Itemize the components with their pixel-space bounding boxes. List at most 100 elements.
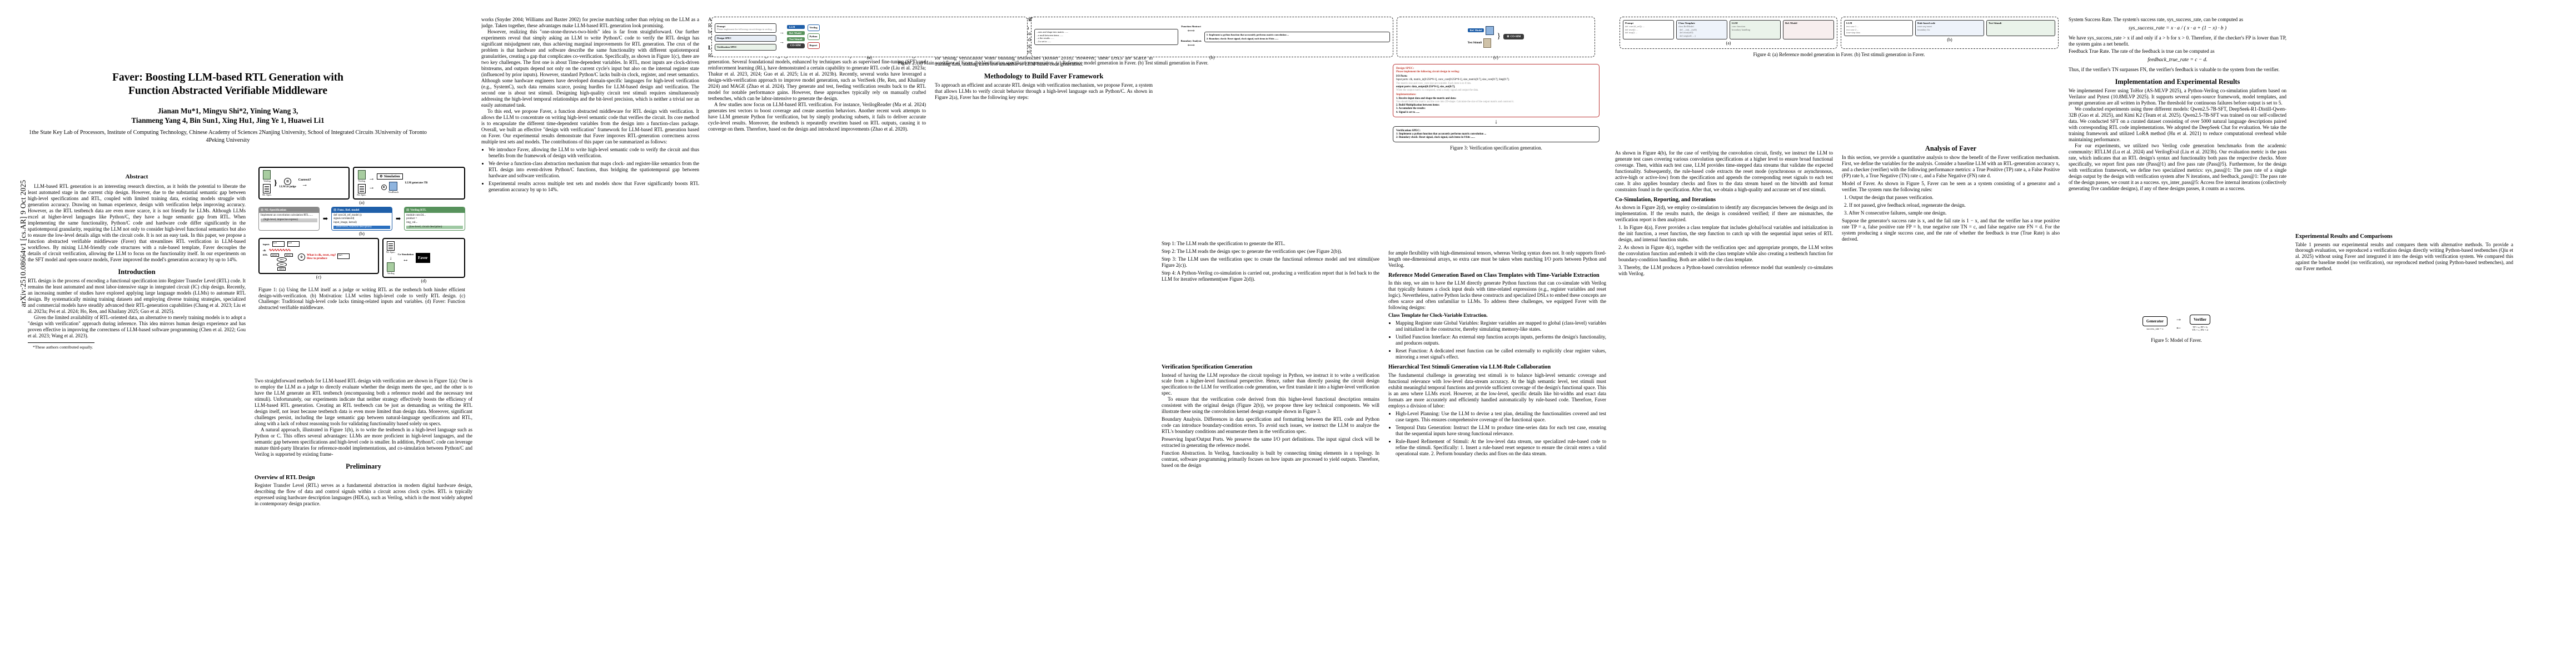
fig1c-op0: OP1 (276, 257, 287, 262)
fig3-io-2: The matrix size and conv_core size are s… (1396, 82, 1472, 85)
col10-cond-paragraph: We conducted experiments using three dif… (2069, 106, 2286, 142)
fig3-impl-2: 2. Build Multiplication between items: (1396, 104, 1440, 107)
list-item: Temporal Data Generation: Instruct the L… (1396, 425, 1606, 437)
fig1a-r-doc1: Verilog (358, 180, 366, 182)
col4-paragraph-more: A few studies now focus on LLM-based RTL… (708, 102, 926, 132)
confused-face-icon: ⊙ (297, 253, 305, 261)
arrow-bidir-b2: ⟷ (1187, 42, 1195, 48)
figure-5-caption: Figure 5: Model of Faver. (2151, 337, 2202, 343)
fig5-arrows: → ← (2175, 315, 2182, 331)
fig1d-label: (d) (421, 278, 427, 283)
column-7: for ample flexibility with high-dimensio… (1388, 250, 1606, 653)
col9-after-paragraph: Suppose the generator's success rate is … (1842, 217, 2060, 242)
col9-model-paragraph: Model of Faver. As shown in Figure 5, Fa… (1842, 181, 2060, 192)
figure-1: Verilog NL-Spec. } ⊡ LLM as judge Correc… (258, 167, 466, 315)
fig1b-card-1: ▤Func. Ref. model def conv2d_ref_model (… (331, 207, 392, 231)
stimuli-strategy-list: High-Level Planning: Use the LLM to devi… (1388, 411, 1606, 457)
figure-1cd: inputs ⊓⊔⊓ ⊓⊔⊓ clk ∿∿∿∿∿∿∿∿ RTL REG0 (258, 238, 465, 283)
fig2-verilog-label: Verilog (809, 26, 818, 29)
col4-preliminary-paragraph: Register Transfer Level (RTL) serves as … (255, 482, 472, 507)
figure-4b-panel: LLM test case 1 ...test case 2 ...time-s… (1841, 17, 2059, 49)
fig4b-llm-plan: LLM test case 1 ...test case 2 ...time-s… (1844, 20, 1913, 37)
col11-exp-paragraph: Table 1 presents our experimental result… (2295, 241, 2513, 272)
affiliations: 1the State Key Lab of Processors, Instit… (29, 130, 427, 143)
arrow-down-icon: ↓ (389, 255, 392, 261)
arrow-b2: ➡ (395, 216, 401, 222)
fig4b-llm-label: LLM (1846, 22, 1852, 24)
fig1b-card-2-body: module conv2d... product = img_val... (406, 214, 426, 224)
figure-2: Prompt Please implement the following ci… (711, 17, 1595, 69)
fig2b-func-abstract: Function Abstract (1181, 25, 1201, 28)
fig1d-faver-block: Faver (416, 253, 430, 263)
col3-paragraph-1: works (Snyder 2004; Williams and Baxter … (481, 17, 699, 28)
fig1c-question-2: How to produce (306, 257, 327, 261)
list-item: We devise a function-class abstraction m… (489, 161, 699, 179)
col10-after-eq2: Thus, if the verifier's TN surpasses FN,… (2069, 67, 2280, 72)
fig1d-doc1: NL-Spec. (386, 251, 396, 253)
fig1d-doc2: Verilog (387, 272, 395, 275)
arrow-right-icon-2: → (368, 175, 375, 182)
fig2b-verif-box: 1: Implement a python function that accu… (1204, 31, 1390, 43)
col2-paragraph-1: Two straightforward methods for LLM-base… (255, 378, 472, 426)
experimental-results-heading: Experimental Results and Comparisons (2295, 233, 2393, 240)
fig2b-line2: 2: Boundary check: Reset signal, clock s… (1206, 37, 1279, 41)
fig2-stimuli-pill: Test Stimuli (787, 37, 805, 42)
fig3-io-3: output ports: data_output[0:256*8-1], si… (1396, 85, 1456, 88)
fig2-prompt-box: Prompt Please implement the following ci… (715, 23, 777, 33)
doc-icon-small-3: ▤ (406, 208, 410, 212)
author-line-2: Tianmeng Yang 4, Bin Sun1, Xing Hu1, Jin… (131, 116, 325, 125)
simulation-box: ⚙ Simulation (377, 173, 403, 180)
fig2c-cosim-label: CO-SIM (1510, 35, 1521, 38)
fig4a-label: (a) (1726, 40, 1731, 46)
col6-function-paragraph: Function Abstraction. In Verilog, functi… (1162, 450, 1379, 469)
fig2-python-label: Python (809, 35, 818, 38)
waveform-box-2: ⊓⊔⊓ (287, 241, 300, 247)
fig2b-label: (b) (1209, 54, 1215, 60)
fig2-cosim-pill: CO-SIM (787, 43, 805, 49)
fig3-spec-title: Design SPEC: (1396, 67, 1414, 70)
equation-1: sys_success_rate = x · a / ( x · a + (1 … (2128, 25, 2227, 31)
fig2a-label: (a) (866, 54, 872, 60)
col10-sys-success: System Success Rate. The system's succes… (2069, 17, 2244, 22)
figure-2c-panel: Ref. Model Test Stimuli } ⚙ CO-SIM (1396, 17, 1595, 60)
verilog-doc-icon (263, 170, 271, 180)
list-item: Mapping Register state Global Variables:… (1396, 320, 1606, 332)
nlspec-doc-icon-3 (387, 241, 395, 251)
arrow-right-icon: → (301, 181, 308, 188)
fig3-impl-1b: You should build the matrix and the core… (1396, 100, 1514, 103)
fig2c-label: (c) (1493, 54, 1498, 60)
abstract-heading: Abstract (125, 173, 148, 180)
verifier-label: Verifier (2194, 317, 2207, 322)
fig1b-card-0-title: NL-Specification (265, 208, 287, 212)
fig4a-refmodel-box: Ref. Model (1783, 20, 1834, 39)
fig1a-sim-label: Simulation (383, 174, 400, 178)
col6-preserving-paragraph: Preserving Input/Output Ports. We preser… (1162, 436, 1379, 449)
column-2: Two straightforward methods for LLM-base… (255, 378, 472, 650)
figure-3: Design SPEC: Please implement the follow… (1393, 64, 1600, 155)
arrow-right-icon-f5: → (2175, 315, 2183, 322)
fig4a-prompt-box: Prompt def conv2d_ref(): ...def reset():… (1623, 20, 1674, 39)
fig1b-card-2: ▤Verilog RTL module conv2d... product = … (404, 207, 466, 231)
fig3-impl-1: 1. Receive input data and shape the matr… (1396, 97, 1457, 100)
fig2c-refmodel: Ref. Model (1467, 28, 1484, 33)
footnote-text: *These authors contributed equally. (33, 345, 93, 350)
figure-1a: Verilog NL-Spec. } ⊡ LLM as judge Correc… (258, 167, 465, 200)
figure-2-caption: Figure 2: (a) Main workflow of Faver. (b… (898, 59, 1209, 66)
fig3-impl-3: 3. Accumulate the results: (1396, 107, 1426, 111)
paper-page: Faver: Boosting LLM-based RTL Generation… (22, 0, 2576, 667)
fig1a-r-doc2: NL-Spec. (357, 193, 367, 196)
figure-2a-panel: Prompt Please implement the following ci… (711, 17, 1028, 60)
fig1b-card-2-title: Verilog RTL (410, 208, 427, 212)
fig4a-prompt-label: Prompt (1625, 22, 1633, 24)
column-3: works (Snyder 2004; Williams and Baxter … (481, 17, 699, 650)
col3-paragraph-2: However, realizing this "one-stone-throw… (481, 28, 699, 108)
llm-face-icon-2: ⊡ (381, 185, 387, 190)
fig1a-doc2-label: NL-Spec. (262, 193, 272, 196)
verifier-tp-fp: TP = a, FP = b (2193, 326, 2208, 328)
testbench-icon (389, 181, 398, 191)
fig2c-refmodel-icon (1486, 26, 1494, 35)
list-item: Step 1: The LLM reads the specification … (1162, 241, 1285, 246)
arrow-down-icon-2: ↓ (1494, 118, 1498, 125)
footnote-rule (28, 342, 94, 345)
